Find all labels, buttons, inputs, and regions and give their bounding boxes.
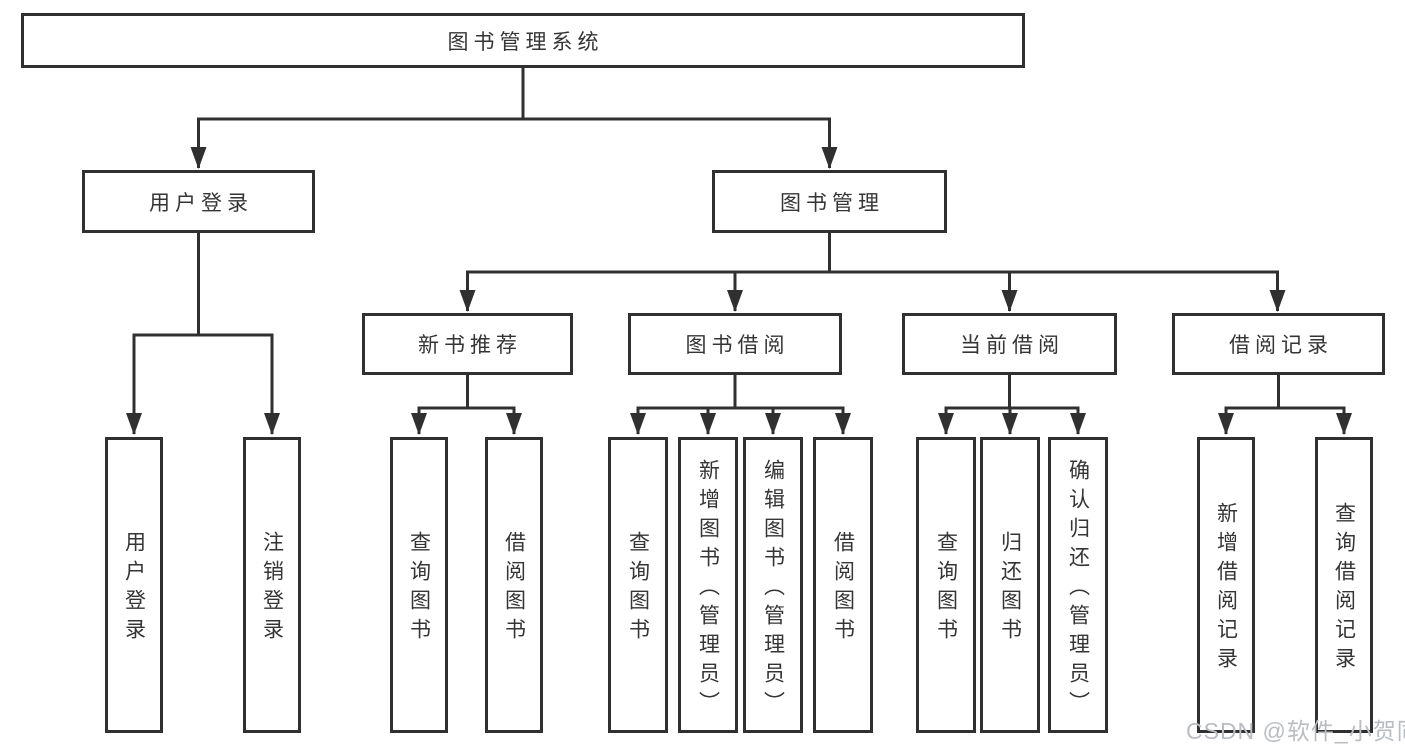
leaf-recommend-borrow-books-label: 借阅图书: [502, 531, 526, 647]
leaf-user-login-label: 用户登录: [122, 531, 146, 647]
node-current-borrowing: 当前借阅: [902, 313, 1117, 375]
leaf-borrowing-borrow-books: 借阅图书: [813, 437, 873, 733]
node-new-book-recommend-label: 新书推荐: [418, 334, 522, 357]
leaf-borrowing-edit-books-admin: 编辑图书（管理员）: [743, 437, 803, 733]
leaf-borrowing-query-books: 查询图书: [608, 437, 668, 733]
leaf-recommend-query-books-label: 查询图书: [407, 531, 431, 647]
leaf-records-add-record-label: 新增借阅记录: [1214, 502, 1238, 676]
node-user-login: 用户登录: [82, 170, 315, 233]
leaf-current-return-books: 归还图书: [980, 437, 1040, 733]
leaf-current-query-books-label: 查询图书: [934, 531, 958, 647]
node-book-management-label: 图书管理: [780, 191, 884, 215]
csdn-watermark: CSDN @软件_小贺同学: [1186, 718, 1405, 744]
leaf-recommend-borrow-books: 借阅图书: [485, 437, 543, 733]
leaf-current-return-books-label: 归还图书: [998, 531, 1022, 647]
node-borrowing-records: 借阅记录: [1172, 313, 1385, 375]
leaf-records-query-record-label: 查询借阅记录: [1332, 502, 1356, 676]
node-book-borrowing-label: 图书借阅: [685, 334, 790, 357]
connector-book-borrowing-branch: [630, 375, 851, 435]
connector-borrowing-records-branch: [1218, 375, 1352, 435]
leaf-user-login: 用户登录: [105, 437, 163, 733]
node-user-login-label: 用户登录: [149, 191, 253, 215]
leaf-borrowing-edit-books-admin-label: 编辑图书（管理员）: [761, 458, 785, 720]
node-root-system: 图书管理系统: [21, 13, 1025, 68]
leaf-recommend-query-books: 查询图书: [390, 437, 448, 733]
leaf-borrowing-add-books-admin-label: 新增图书（管理员）: [696, 458, 720, 720]
leaf-logout-label: 注销登录: [260, 531, 284, 647]
node-borrowing-records-label: 借阅记录: [1229, 334, 1333, 357]
connector-root-to-level2: [190, 68, 838, 169]
leaf-borrowing-borrow-books-label: 借阅图书: [831, 531, 855, 647]
node-book-management: 图书管理: [712, 170, 947, 233]
leaf-records-query-record: 查询借阅记录: [1315, 437, 1373, 733]
leaf-current-confirm-return-admin-label: 确认归还（管理员）: [1066, 458, 1090, 720]
leaf-borrowing-query-books-label: 查询图书: [626, 531, 650, 647]
leaf-records-add-record: 新增借阅记录: [1197, 437, 1255, 733]
node-root-system-label: 图书管理系统: [447, 30, 604, 54]
leaf-current-query-books: 查询图书: [916, 437, 976, 733]
connector-new-book-recommend-branch: [411, 375, 522, 435]
connector-user-login-branch: [126, 233, 280, 435]
leaf-logout: 注销登录: [243, 437, 301, 733]
leaf-current-confirm-return-admin: 确认归还（管理员）: [1048, 437, 1108, 733]
node-current-borrowing-label: 当前借阅: [960, 334, 1064, 357]
connector-book-management-branch: [459, 233, 1286, 312]
node-new-book-recommend: 新书推荐: [362, 313, 573, 375]
connector-current-borrowing-branch: [938, 375, 1086, 435]
leaf-borrowing-add-books-admin: 新增图书（管理员）: [678, 437, 738, 733]
node-book-borrowing: 图书借阅: [628, 313, 842, 375]
